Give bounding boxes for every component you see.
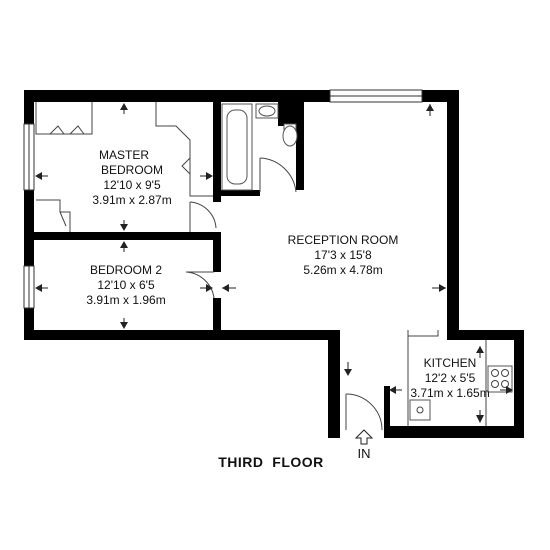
windows [23, 89, 423, 309]
master-name-line1: MASTER [99, 148, 149, 162]
wardrobe-right [155, 102, 213, 197]
wardrobe-left [35, 102, 93, 135]
reception-name: RECEPTION ROOM [288, 233, 399, 247]
entrance-arrow-icon [354, 429, 374, 445]
bathtub-inner [226, 109, 248, 185]
wardrobes [35, 102, 213, 232]
toilet [282, 125, 298, 147]
room-label-kitchen: KITCHEN 12'2 x 5'5 3.71m x 1.65m [410, 356, 489, 400]
room-label-reception: RECEPTION ROOM 17'3 x 15'8 5.26m x 4.78m [288, 233, 399, 277]
wall-between-bedrooms [30, 232, 220, 240]
master-imperial: 12'10 x 9'5 [103, 178, 161, 192]
wall-top-left [24, 90, 330, 102]
wall-entrance-left [328, 330, 340, 438]
doors [185, 201, 383, 431]
sink [409, 399, 431, 421]
floor-label: THIRD FLOOR [218, 454, 324, 470]
wall-master-right [213, 96, 221, 202]
wall-bath-right [296, 96, 304, 190]
dimension-markers [35, 103, 513, 423]
wall-kitchen-bottom [386, 426, 524, 438]
kitchen-metric: 3.71m x 1.65m [410, 386, 489, 400]
bathroom-fixtures [221, 103, 298, 193]
bedroom2-name: BEDROOM 2 [90, 263, 162, 277]
bath-door-swing [259, 157, 297, 193]
door-entrance [345, 393, 383, 431]
master-metric: 3.91m x 2.87m [92, 193, 171, 207]
wall-right-upper [447, 90, 459, 340]
wall-bed2-right-bottom [213, 298, 221, 336]
door-master [189, 201, 217, 229]
kitchen-imperial: 12'2 x 5'5 [425, 371, 476, 385]
reception-imperial: 17'3 x 15'8 [314, 248, 372, 262]
wall-left [24, 90, 34, 340]
room-label-bedroom2: BEDROOM 2 12'10 x 6'5 3.91m x 1.96m [86, 263, 165, 307]
kitchen-counter-left [407, 330, 439, 426]
entrance-label: IN [358, 446, 371, 461]
bedroom2-metric: 3.91m x 1.96m [86, 293, 165, 307]
door-bedroom2 [185, 271, 215, 299]
wall-bed2-right-top [213, 232, 221, 272]
reception-metric: 5.26m x 4.78m [303, 263, 382, 277]
interior-walls [30, 96, 304, 336]
room-label-master: MASTER BEDROOM 12'10 x 9'5 3.91m x 2.87m [92, 148, 171, 207]
wall-bottom-left [24, 330, 340, 340]
kitchen-name: KITCHEN [424, 356, 477, 370]
wall-kitchen-right [514, 330, 524, 438]
wall-entrance-right [384, 386, 390, 438]
bedroom2-imperial: 12'10 x 6'5 [97, 278, 155, 292]
wall-bath-bottom [216, 190, 260, 196]
master-name-line2: BEDROOM [101, 163, 163, 177]
outer-walls [24, 90, 524, 438]
wall-kitchen-top [447, 330, 524, 340]
wardrobe-corner [36, 199, 71, 232]
